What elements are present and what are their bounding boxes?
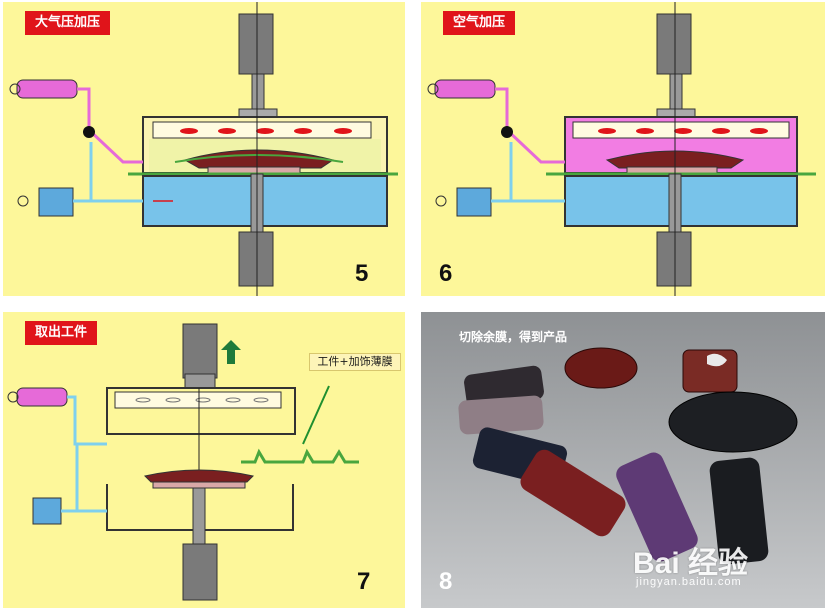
formed-film [241,448,359,464]
step-title: 大气压加压 [25,11,111,35]
top-cylinder [182,323,218,379]
up-arrow-icon [221,340,241,364]
air-pipe [67,395,107,446]
valve-icon [83,126,95,138]
tank-ring [7,391,19,403]
panel-step-7: 取出工件 工件+加饰薄膜 7 [3,312,405,608]
air-tank-icon [16,79,78,99]
step-number: 8 [439,568,453,595]
top-flange [238,108,278,118]
top-cylinder [656,13,692,75]
vacuum-pipe-up [61,444,79,513]
step-5-drawing [9,2,398,296]
vacuum-pump-icon [32,497,62,525]
step-title: 取出工件 [25,321,98,345]
mold-base [626,166,718,174]
phone-case-6 [709,457,769,565]
top-piston-rod [669,73,683,115]
vacuum-pipe-up [73,142,93,203]
tank-ring [9,83,21,95]
mold-base [207,166,301,174]
valve-icon [501,126,513,138]
film-callout: 工件+加饰薄膜 [309,353,401,371]
top-flange [656,108,696,118]
phone-case-2 [458,395,544,435]
air-pipe [77,87,143,164]
panel-step-8-photo: 切除余膜，得到产品 8 Bai 经验 jingyan.baidu.com [421,312,825,608]
vacuum-pipe-up [491,142,513,203]
heater-element-icon [180,128,352,134]
pump-ring [17,195,29,207]
decor-film [174,154,344,163]
mold-base [152,481,246,489]
air-tank-icon [434,79,496,99]
black-mouse-product [668,391,798,453]
step-number: 6 [439,260,453,287]
step-number: 5 [355,260,369,287]
vacuum-pump-icon [38,187,74,217]
top-flange [184,373,216,389]
phone-case-4 [520,449,626,537]
photo-caption: 切除余膜，得到产品 [459,330,568,344]
bottom-cylinder [656,231,692,287]
tank-ring [427,83,439,95]
panel-step-6: 空气加压 6 [421,2,825,296]
heater-element-icon [135,397,269,403]
step-number: 7 [357,568,371,595]
workpiece [144,469,254,483]
callout-leader [302,385,330,445]
box-decor-heart [707,353,727,367]
heater-element [114,391,282,409]
bottom-piston-rod [192,487,206,547]
heater-element-icon [598,128,768,134]
step-7-drawing [7,323,359,601]
baidu-watermark-logo: Bai 经验 [633,547,749,580]
phone-case-5 [616,452,698,562]
product-photo [421,312,825,608]
red-mouse-product [564,347,638,389]
panel-step-5: 大气压加压 5 [3,2,405,296]
pump-ring [435,195,447,207]
top-piston-rod [251,73,265,115]
upper-chamber-raised [106,387,296,435]
top-cylinder [238,13,274,75]
lower-chamber [142,175,388,227]
step-title: 空气加压 [443,11,516,35]
vacuum-pump-icon [456,187,492,217]
baidu-watermark-domain: jingyan.baidu.com [636,576,742,588]
bottom-cylinder [238,231,274,287]
step-6-drawing [427,2,816,296]
air-pipe [495,87,565,164]
air-tank-icon [16,387,68,407]
bottom-cylinder [182,543,218,601]
